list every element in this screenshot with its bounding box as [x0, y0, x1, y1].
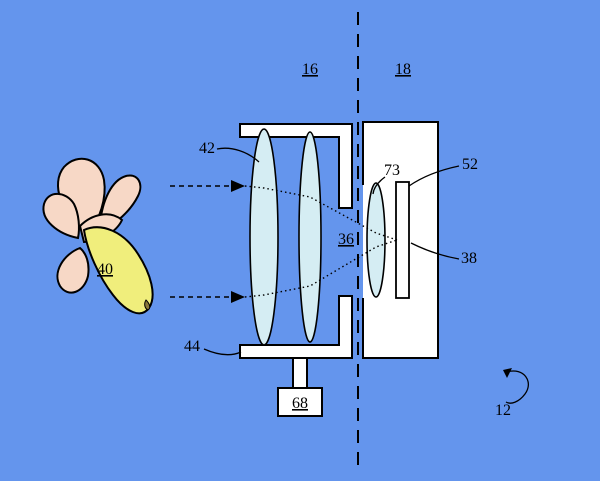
housing-lower-wall [239, 295, 353, 359]
arrowhead-top [231, 180, 245, 192]
leader-38 [410, 242, 460, 260]
leader-12-swoosh [505, 370, 530, 404]
detector-element [395, 181, 410, 299]
leader-73 [372, 176, 386, 195]
leader-44 [203, 348, 242, 356]
banana-fruit [82, 226, 154, 315]
banana-object [42, 157, 154, 315]
label-36: 36 [338, 231, 354, 248]
label-16: 16 [302, 61, 318, 78]
banana-tip [144, 299, 151, 311]
label-40: 40 [97, 261, 113, 278]
arrowhead-bottom [231, 291, 245, 303]
leader-12-arrowhead [503, 368, 512, 378]
label-42: 42 [199, 140, 215, 157]
converging-ray-top [244, 185, 398, 241]
banana-peel-left-flap [42, 192, 80, 240]
housing-upper-wall [239, 123, 353, 209]
unit-68-box [277, 387, 323, 417]
label-38: 38 [461, 250, 477, 267]
lens-73 [366, 182, 386, 298]
support-stem [292, 357, 308, 390]
label-44: 44 [184, 338, 200, 355]
leader-52 [408, 165, 460, 187]
label-12: 12 [495, 402, 511, 419]
lens-middle [298, 131, 322, 343]
label-73: 73 [384, 162, 400, 179]
leader-42 [216, 147, 260, 163]
lens-42 [249, 128, 279, 346]
banana-peel-bottom-flap [56, 246, 90, 294]
label-52: 52 [462, 156, 478, 173]
label-68: 68 [292, 395, 308, 412]
label-18: 18 [395, 61, 411, 78]
